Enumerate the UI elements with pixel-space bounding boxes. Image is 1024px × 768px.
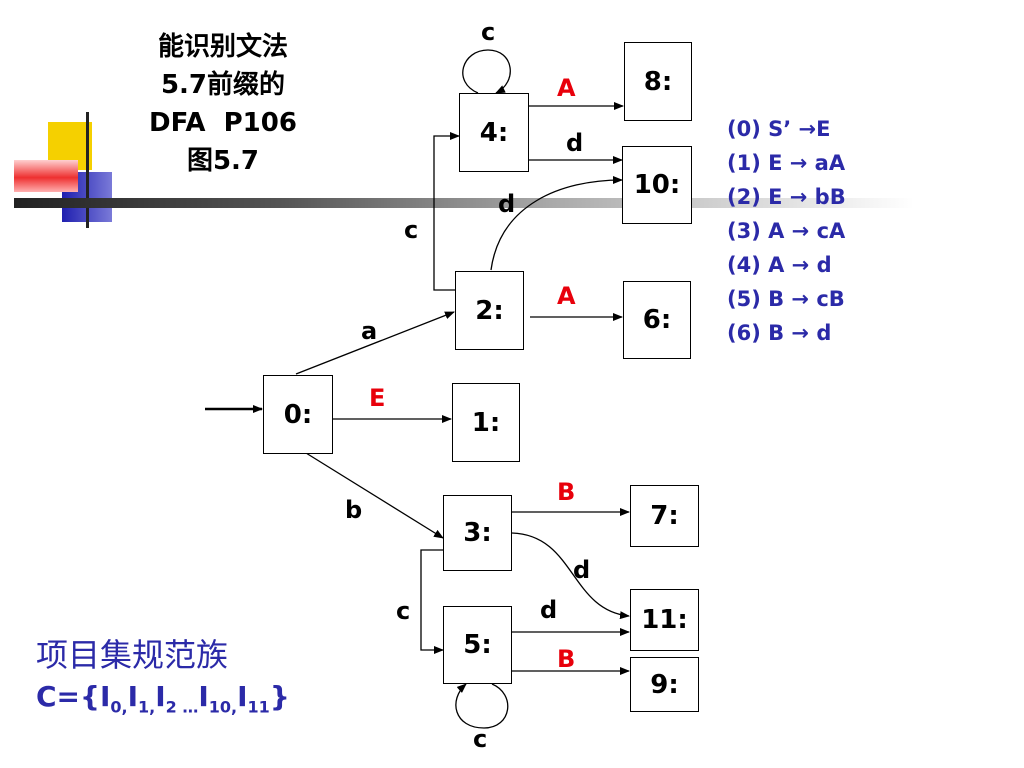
- label-b: b: [345, 496, 363, 524]
- state-6: 6:: [623, 281, 691, 359]
- title-line-3: DFA P106: [149, 108, 297, 138]
- title-line-2: 5.7前缀的: [160, 70, 286, 100]
- edge-0-2: [295, 311, 455, 375]
- state-10: 10:: [622, 146, 692, 224]
- title-line-4: 图5.7: [186, 146, 260, 176]
- state-3: 3:: [443, 495, 512, 571]
- state-7: 7:: [630, 485, 699, 547]
- label-c-2-4: c: [404, 216, 419, 244]
- label-A-4-8: A: [557, 74, 576, 102]
- cset-sub-1: 1,: [138, 697, 156, 717]
- diagram-title: 能识别文法 5.7前缀的 DFA P106 图5.7: [118, 28, 328, 180]
- cset-sub-10: 10,: [208, 697, 238, 717]
- production-1: (1) E → aA: [727, 151, 846, 175]
- label-d-2-10: d: [498, 190, 516, 218]
- cset-i10: I: [198, 680, 209, 713]
- label-E: E: [369, 384, 386, 412]
- state-1: 1:: [452, 383, 520, 462]
- edge-2-4: [433, 132, 460, 291]
- label-d-5-11: d: [540, 596, 558, 624]
- label-a: a: [361, 317, 378, 345]
- cset-i1: I: [127, 680, 139, 713]
- state-11: 11:: [630, 589, 699, 651]
- cset-sub-11: 11: [247, 697, 270, 717]
- decorative-vertical-line: [86, 112, 89, 228]
- label-B-5-9: B: [557, 645, 576, 673]
- production-3: (3) A → cA: [727, 219, 846, 243]
- edge-0-3: [305, 452, 444, 539]
- decorative-red-bar: [14, 160, 78, 192]
- collection-set: C={I0,I1,I2 …I10,I11}: [36, 680, 290, 717]
- cset-i11: I: [237, 680, 248, 713]
- decorative-horizontal-line: [14, 198, 914, 208]
- label-d-3-11: d: [573, 556, 591, 584]
- collection-heading: 项目集规范族: [36, 636, 229, 674]
- label-c-3-5: c: [396, 597, 411, 625]
- edge-2-10: [490, 176, 623, 271]
- production-4: (4) A → d: [727, 253, 832, 277]
- label-d-4-10: d: [566, 129, 584, 157]
- production-5: (5) B → cB: [727, 287, 845, 311]
- state-0: 0:: [263, 375, 333, 454]
- state-8: 8:: [624, 42, 692, 121]
- label-c-loop-5: c: [473, 725, 488, 753]
- production-2: (2) E → bB: [727, 185, 846, 209]
- state-2: 2:: [455, 271, 524, 350]
- state-5: 5:: [443, 606, 512, 684]
- loop-5: [455, 683, 509, 729]
- loop-4: [462, 49, 511, 94]
- edge-3-11: [511, 532, 630, 620]
- cset-prefix: C={I: [36, 680, 111, 713]
- label-B-3-7: B: [557, 478, 576, 506]
- edge-3-5: [420, 549, 444, 654]
- label-c-loop-4: c: [481, 18, 496, 46]
- production-0: (0) S’ →E: [727, 117, 831, 141]
- production-6: (6) B → d: [727, 321, 832, 345]
- label-A-2-6: A: [557, 282, 576, 310]
- grammar-productions: (0) S’ →E (1) E → aA (2) E → bB (3) A → …: [727, 112, 846, 350]
- cset-i2: I: [155, 680, 166, 713]
- title-line-1: 能识别文法: [157, 32, 288, 62]
- cset-sub-0: 0,: [110, 697, 128, 717]
- state-4: 4:: [459, 93, 529, 172]
- cset-suffix: }: [269, 680, 290, 713]
- state-9: 9:: [630, 657, 699, 712]
- cset-sub-2: 2 …: [165, 697, 199, 717]
